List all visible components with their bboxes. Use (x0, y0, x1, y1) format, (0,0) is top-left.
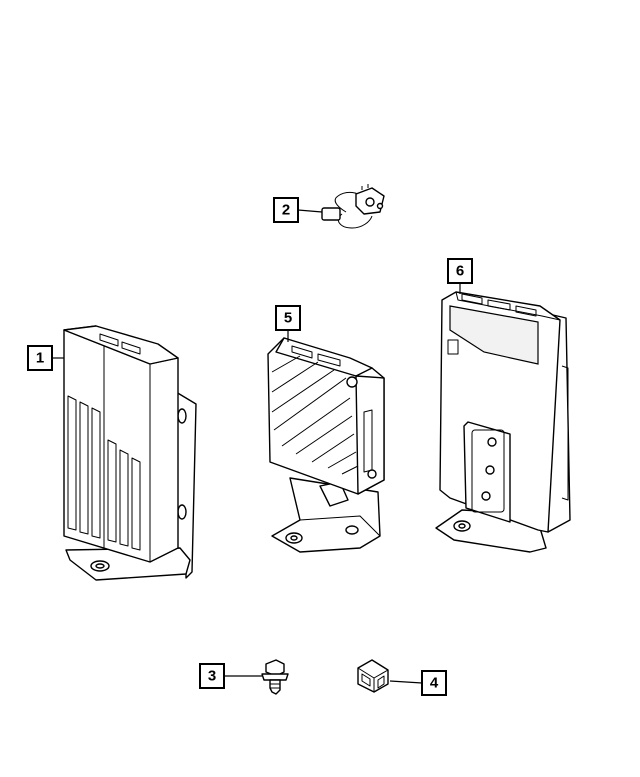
callout-5-label: 5 (284, 310, 292, 327)
leader-2 (297, 209, 323, 213)
leader-4 (389, 680, 423, 684)
part-1-module (63, 325, 197, 581)
part-2-sensor-with-cable (321, 184, 385, 229)
callout-1: 1 (27, 345, 53, 371)
leader-lines (52, 209, 461, 684)
callout-3: 3 (199, 663, 225, 689)
callout-6-label: 6 (456, 263, 464, 280)
callout-1-label: 1 (36, 350, 44, 367)
callout-2-label: 2 (282, 202, 290, 219)
part-3-bolt (261, 659, 289, 695)
callout-4-label: 4 (430, 675, 439, 692)
callout-2: 2 (273, 197, 299, 223)
callout-3-label: 3 (208, 668, 216, 685)
callout-6: 6 (447, 258, 473, 284)
callout-4: 4 (421, 670, 447, 696)
callout-5: 5 (275, 305, 301, 331)
part-6-module (435, 291, 571, 553)
part-4-clip-nut (357, 659, 389, 693)
part-5-module (267, 337, 385, 553)
